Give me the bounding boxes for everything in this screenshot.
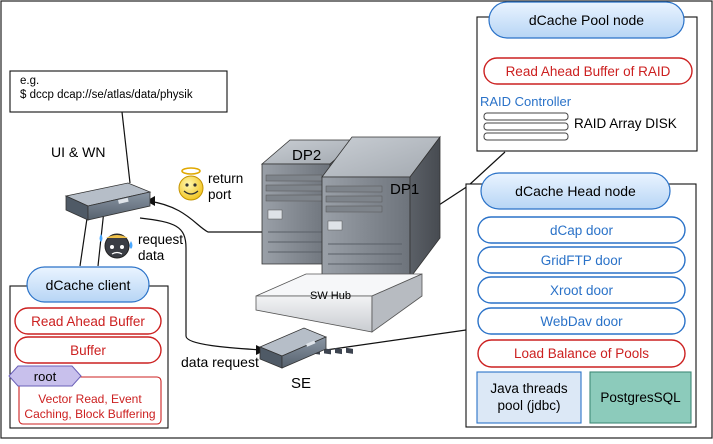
head-node-panel: dCache Head node dCap door GridFTP door …	[465, 172, 697, 428]
door-webdav-pill	[477, 307, 686, 335]
client-panel: dCache client Read Ahead Buffer Buffer r…	[8, 266, 169, 429]
client-title-pill	[26, 266, 150, 303]
client-buffer-pill	[14, 336, 162, 364]
se-machine	[258, 327, 328, 369]
door-gridftp-pill	[477, 246, 686, 274]
postgres-label: PostgresSQL	[600, 390, 681, 405]
door-xroot-pill	[477, 276, 686, 304]
sw-hub-device	[255, 273, 423, 356]
pool-node-title: dCache Pool node	[529, 12, 644, 28]
return-port-line	[147, 200, 262, 233]
sw-hub-label: SW Hub	[310, 290, 351, 302]
client-read-ahead-label: Read Ahead Buffer	[31, 314, 145, 329]
dp1-server	[321, 135, 441, 280]
connectors	[79, 111, 506, 351]
door-xroot-label: Xroot door	[550, 283, 614, 298]
ui-wn-front	[87, 191, 151, 221]
door-dcap-label: dCap door	[550, 223, 614, 238]
pool-read-ahead-pill	[483, 57, 693, 85]
request-data-line2: data	[138, 248, 165, 263]
sw-hub-side	[371, 273, 423, 333]
pool-read-ahead-label: Read Ahead Buffer of RAID	[506, 64, 671, 79]
door-dcap-pill	[477, 216, 686, 244]
vector-read-line2: Caching, Block Buffering	[24, 407, 155, 421]
command-eg: e.g.	[20, 75, 39, 87]
root-tag-label: root	[34, 369, 57, 384]
return-arrowhead	[146, 196, 155, 206]
dp2-label: DP2	[292, 147, 321, 164]
client-buffer-label: Buffer	[70, 343, 106, 358]
worried-face-icon	[99, 233, 133, 259]
pool-node-title-pill	[488, 1, 685, 39]
door-webdav-label: WebDav door	[540, 314, 623, 329]
se-label: SE	[291, 375, 311, 392]
se-to-head-line	[325, 329, 467, 351]
request-data-line	[139, 217, 263, 351]
ui-wn-label: UI & WN	[51, 144, 105, 160]
command-text: $ dccp dcap://se/atlas/data/physik	[20, 89, 193, 101]
vector-read-line1: Vector Read, Event	[38, 392, 142, 406]
dp1-drive-bay	[327, 220, 343, 231]
vector-read-box	[18, 376, 162, 425]
raid-controller-label: RAID Controller	[480, 94, 572, 109]
ui-wn-drive-slot	[117, 197, 129, 204]
client-read-ahead-pill	[14, 307, 162, 335]
request-data-line1: request	[138, 232, 183, 247]
postgres-box	[589, 371, 692, 424]
door-gridftp-label: GridFTP door	[541, 253, 623, 268]
java-threads-line1: Java threads	[490, 381, 568, 396]
head-node-title-pill	[480, 172, 671, 210]
ui-wn-machine	[64, 182, 152, 221]
load-balance-pill	[477, 339, 686, 368]
command-callout-pointer	[121, 111, 131, 184]
head-node-title: dCache Head node	[515, 183, 636, 199]
return-port-line2: port	[208, 187, 232, 202]
se-drive-slot	[306, 340, 316, 347]
load-balance-label: Load Balance of Pools	[514, 346, 649, 361]
dp1-side	[409, 135, 441, 280]
data-request-label: data request	[181, 354, 259, 370]
client-title: dCache client	[46, 277, 131, 293]
dp1-label: DP1	[390, 181, 419, 198]
raid-disk-label: RAID Array DISK	[574, 116, 677, 131]
angel-smiley-icon	[178, 167, 204, 201]
java-threads-line2: pool (jdbc)	[497, 398, 560, 413]
pool-node-panel: dCache Pool node Read Ahead Buffer of RA…	[476, 1, 698, 152]
return-port-line1: return	[208, 171, 243, 186]
root-tag	[8, 365, 82, 387]
raid-disk-stack-icon	[483, 112, 569, 141]
dp2-drive-bay	[267, 209, 283, 220]
command-callout-box	[9, 70, 228, 113]
java-threads-box	[476, 371, 582, 424]
command-callout: e.g. $ dccp dcap://se/atlas/data/physik	[9, 70, 228, 113]
